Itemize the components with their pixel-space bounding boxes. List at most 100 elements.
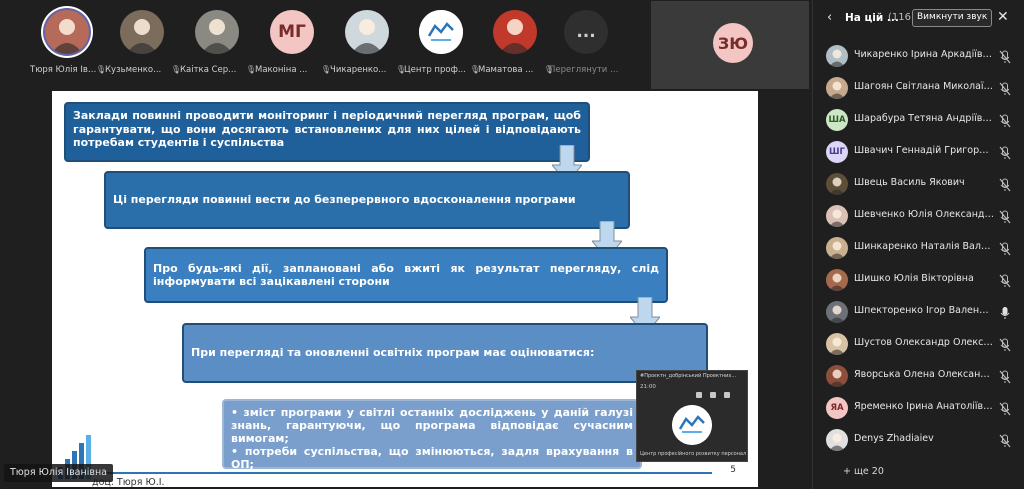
participant-name: Каітка Сер... [180,65,237,75]
mic-off-icon [999,241,1011,256]
slide-bullet: • відповідність ОП меті, ОК результатам … [231,471,603,484]
participant-tile[interactable]: Тюря Юлія Іва...🎙 [30,8,106,80]
mic-off-icon: 🎙 [395,65,406,74]
slide-box-5: • зміст програми у світлі останніх дослі… [222,399,642,484]
mic-off-icon [999,81,1011,96]
participant-count: (116) [888,12,915,23]
avatar [45,10,89,54]
call-timer: 21:00 [640,384,656,390]
participant-name: Ярeменко Ірина Анатоліївна [854,401,994,412]
avatar-initials: ЗЮ [713,23,753,63]
mic-icon [999,305,1011,319]
mic-icon[interactable] [710,392,717,398]
avatar [419,10,463,54]
mini-window-caption: Центр професійного розвитку персоналу [640,451,746,457]
participant-name: Шпекторенко Ігор Валентинов... [854,305,994,316]
camera-icon[interactable] [696,392,702,398]
participant-tile[interactable]: Маматова ...🎙 [478,8,554,80]
participant-row[interactable]: Чикаренко Ірина Аркадіївна [813,40,1024,72]
participant-name: Тюря Юлія Іва... [30,65,100,75]
participant-name: Яворська Олена Олександрівна [854,369,994,380]
avatar [826,365,848,387]
avatar [345,10,389,54]
mic-off-icon [999,337,1011,352]
mic-off-icon: 🎙 [469,65,480,74]
participant-tile[interactable]: ...Переглянути в... [549,8,619,80]
participants-panel: ‹ На цій ... (116) Вимкнути звук ... ✕ Ч… [812,0,1024,489]
participant-tile[interactable]: Кузьменко... 🎙 [105,8,181,80]
close-icon[interactable]: ✕ [997,9,1009,25]
avatar [826,205,848,227]
participant-row[interactable]: Шпекторенко Ігор Валентинов... [813,296,1024,328]
panel-header: ‹ На цій ... (116) Вимкнути звук ... ✕ [813,0,1024,36]
participant-tile[interactable]: Центр проф...🎙 [404,8,480,80]
avatar [493,10,537,54]
participant-row[interactable]: Швець Василь Якович [813,168,1024,200]
participant-name: Шишко Юлія Вікторівна [854,273,974,284]
mini-call-window[interactable]: #Проєктн_добрінський Проектних... 21:00 … [636,370,748,462]
avatar [826,77,848,99]
slide-box-2-text: Ці перегляди повинні вести до безперервн… [113,193,576,207]
mini-window-title: #Проєктн_добрінський Проектних... [640,373,737,379]
participant-row[interactable]: Яворська Олена Олександрівна [813,360,1024,392]
avatar [195,10,239,54]
mini-controls [693,383,747,417]
chevron-left-icon[interactable]: ‹ [827,10,833,25]
mic-off-icon [999,401,1011,416]
mute-all-button[interactable]: Вимкнути звук ... [912,9,992,27]
mic-off-icon [999,113,1011,128]
participant-row[interactable]: Шагоян Світлана Миколаївна [813,72,1024,104]
mic-off-icon [999,433,1011,448]
avatar [826,429,848,451]
participant-row[interactable]: Шевченко Юлія Олександрівна [813,200,1024,232]
share-icon[interactable] [724,392,731,398]
slide-box-3: Про будь-які дії, заплановані або вжиті … [144,247,668,303]
avatar [826,45,848,67]
slide-box-2: Ці перегляди повинні вести до безперервн… [104,171,630,229]
participant-row[interactable]: Denys Zhadiaiev [813,424,1024,456]
participant-name: Кузьменко... [105,65,162,75]
avatar-initials: МГ [270,10,314,54]
slide-footer-author: доц. Тюря Ю.І. [92,477,165,487]
participant-name: Швець Василь Якович [854,177,965,188]
mic-off-icon [999,209,1011,224]
participant-tile-large[interactable]: ЗЮ [651,1,809,89]
participant-name: Denys Zhadiaiev [854,433,934,444]
slide-box-4: При перегляді та оновленні освітніх прог… [182,323,708,383]
avatar [826,269,848,291]
slide-box-3-text: Про будь-які дії, заплановані або вжиті … [153,261,659,289]
slide-box-1: Заклади повинні проводити моніторинг і п… [64,102,590,162]
participant-name: Шевченко Юлія Олександрівна [854,209,994,220]
participant-row[interactable]: Шишко Юлія Вікторівна [813,264,1024,296]
participant-name: Переглянути в... [549,65,619,75]
participant-name: Шагоян Світлана Миколаївна [854,81,994,92]
slide-bullet: • потреби суспільства, що змінюються, за… [231,445,633,471]
avatar [826,237,848,259]
participant-tile[interactable]: Каітка Сер...🎙 [180,8,256,80]
show-more-link[interactable]: + ще 20 [843,466,884,477]
participant-row[interactable]: Шустов Олександр Олександр... [813,328,1024,360]
slide-box-4-text: При перегляді та оновленні освітніх прог… [191,346,595,360]
avatar-initials: ШГ [826,141,848,163]
mic-off-icon [999,369,1011,384]
avatar [120,10,164,54]
avatar [826,173,848,195]
participant-name: Маконіна ... [255,65,308,75]
mic-off-icon: 🎙 [95,65,106,74]
participant-name: Шинкаренко Наталія Валентин... [854,241,994,252]
avatar [826,333,848,355]
mic-off-icon: 🎙 [170,65,181,74]
participant-row[interactable]: Шинкаренко Наталія Валентин... [813,232,1024,264]
mic-off-icon [999,145,1011,160]
slide-page-number: 5 [730,465,736,475]
participant-tile[interactable]: Чикаренко...🎙 [330,8,406,80]
mic-off-icon [999,177,1011,192]
slide-footer-line [92,472,712,474]
slide-box-1-text: Заклади повинні проводити моніторинг і п… [73,109,581,149]
participant-name: Чикаренко Ірина Аркадіївна [854,49,994,60]
